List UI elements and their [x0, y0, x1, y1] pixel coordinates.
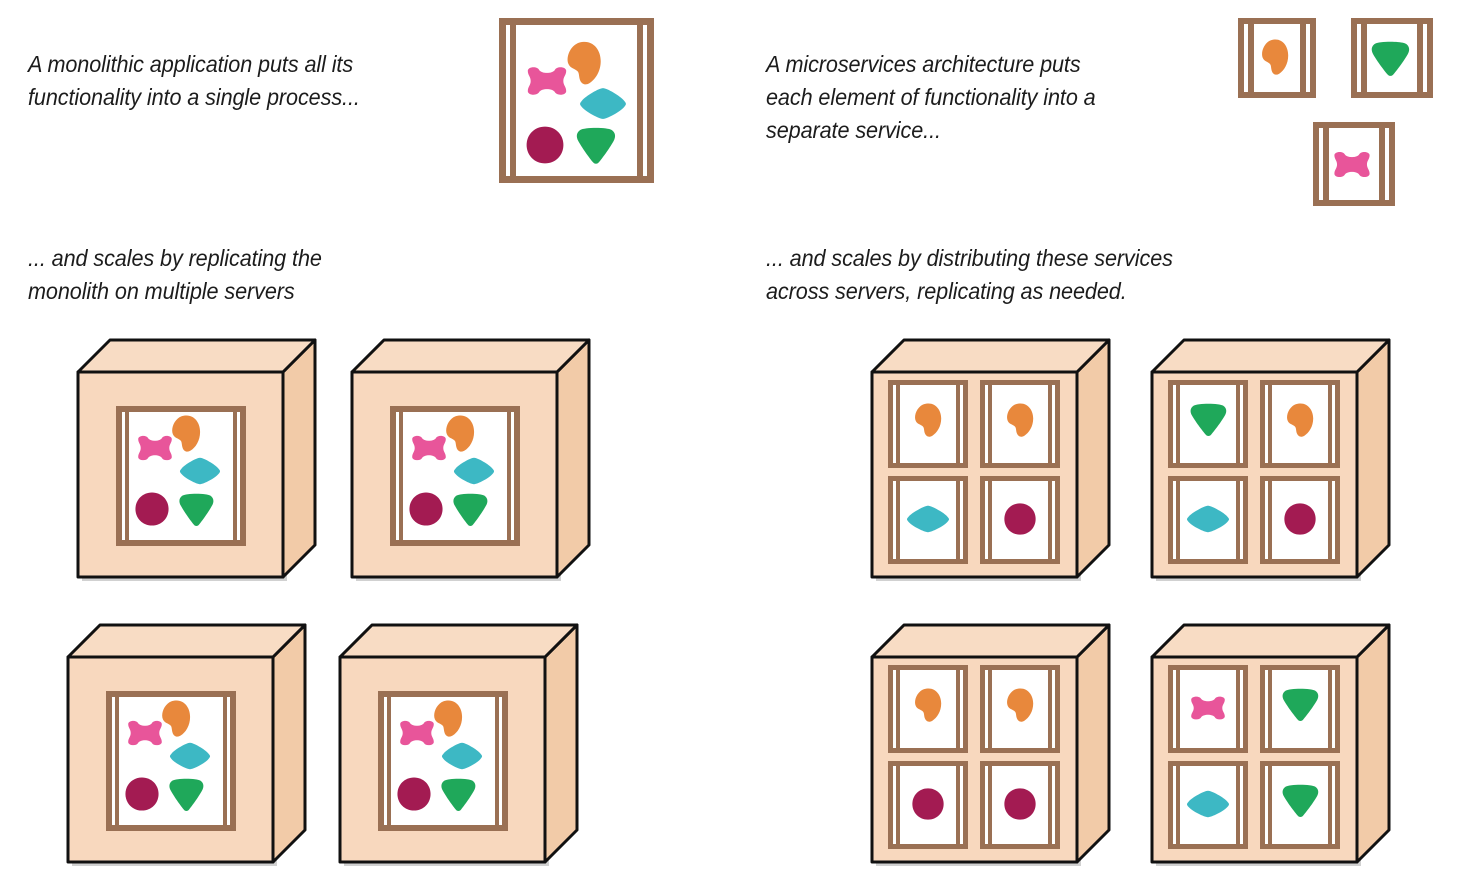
green-triangle-icon	[1368, 40, 1412, 78]
green-triangle-icon	[166, 777, 206, 813]
green-triangle-icon	[438, 777, 478, 813]
cyan-diamond-icon	[169, 741, 211, 771]
orange-blob-icon	[1005, 687, 1035, 723]
cyan-diamond-icon	[453, 456, 495, 486]
monolith-server-1	[76, 338, 317, 581]
magenta-circle-icon	[124, 776, 160, 812]
caption-microservices-intro: A microservices architecture puts each e…	[766, 51, 1096, 143]
microservice-panel-component	[1238, 18, 1316, 98]
magenta-circle-icon	[1283, 502, 1317, 536]
orange-blob-icon	[432, 699, 464, 738]
orange-blob-icon	[1285, 402, 1315, 438]
orange-blob-icon	[160, 699, 192, 738]
server-window-frame	[980, 476, 1060, 564]
orange-blob-icon	[170, 414, 202, 453]
monolith-server-4	[338, 623, 579, 866]
monolith-server-3	[66, 623, 307, 866]
green-triangle-icon	[1187, 402, 1229, 438]
pink-blob-icon	[124, 717, 166, 749]
microservice-server-3	[870, 623, 1111, 866]
green-triangle-icon	[1279, 783, 1321, 819]
microservice-server-2	[1150, 338, 1391, 581]
microservice-server-1	[870, 338, 1111, 581]
microservice-panel-component	[1313, 122, 1395, 206]
orange-blob-icon	[913, 402, 943, 438]
pink-blob-icon	[523, 63, 571, 99]
pink-blob-icon	[134, 432, 176, 464]
caption-monolith-intro: A monolithic application puts all its fu…	[28, 51, 360, 110]
orange-blob-icon	[1260, 38, 1290, 76]
magenta-circle-icon	[525, 125, 565, 165]
caption-monolith-scale: ... and scales by replicating the monoli…	[28, 245, 322, 304]
pink-blob-icon	[396, 717, 438, 749]
server-window-frame	[1168, 380, 1248, 468]
server-window-frame	[1168, 761, 1248, 849]
microservice-server-4	[1150, 623, 1391, 866]
magenta-circle-icon	[911, 787, 945, 821]
orange-blob-icon	[1005, 402, 1035, 438]
pink-blob-icon	[1187, 693, 1229, 723]
orange-blob-icon	[444, 414, 476, 453]
pink-blob-icon	[408, 432, 450, 464]
orange-blob-icon	[565, 40, 603, 86]
monolith-panel-components	[499, 18, 654, 183]
caption-microservices-scale: ... and scales by distributing these ser…	[766, 245, 1173, 304]
green-triangle-icon	[1279, 687, 1321, 723]
orange-blob-icon	[913, 687, 943, 723]
cyan-diamond-icon	[179, 456, 221, 486]
green-triangle-icon	[176, 492, 216, 528]
cyan-diamond-icon	[906, 504, 950, 534]
magenta-circle-icon	[134, 491, 170, 527]
green-triangle-icon	[450, 492, 490, 528]
cyan-diamond-icon	[579, 86, 627, 121]
green-triangle-icon	[573, 126, 618, 166]
cyan-diamond-icon	[1186, 504, 1230, 534]
cyan-diamond-icon	[1186, 789, 1230, 819]
magenta-circle-icon	[396, 776, 432, 812]
magenta-circle-icon	[1003, 787, 1037, 821]
cyan-diamond-icon	[441, 741, 483, 771]
magenta-circle-icon	[408, 491, 444, 527]
microservice-panel-component	[1351, 18, 1433, 98]
pink-blob-icon	[1330, 148, 1374, 181]
monolith-server-2	[350, 338, 591, 581]
magenta-circle-icon	[1003, 502, 1037, 536]
